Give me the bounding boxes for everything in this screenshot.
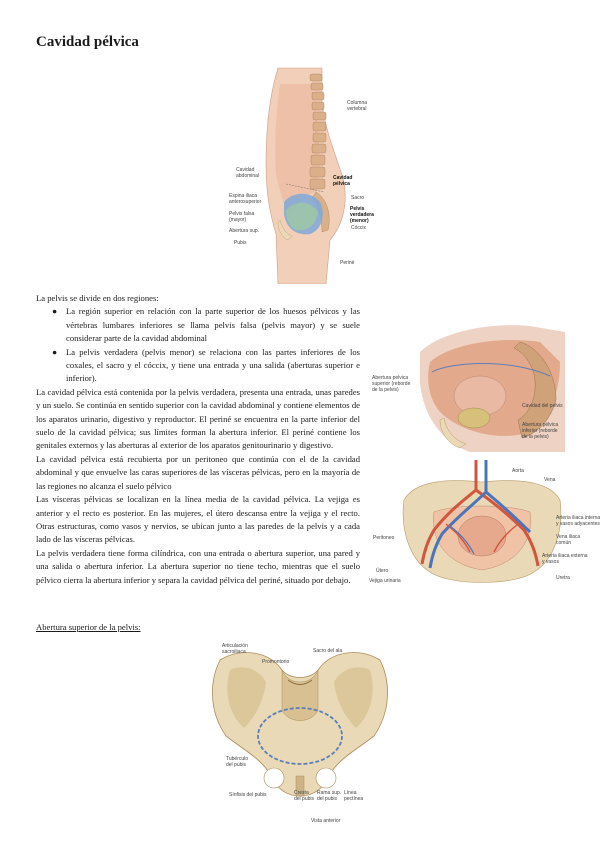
label-cavidad-pelvis: Cavidad del pelvis [522,403,563,409]
label-rama: Rama sup. del pubis [317,790,342,802]
label-espina: Espina iliaca anterosuperior [229,193,262,205]
label-pelvis-falsa: Pelvis falsa (mayor) [229,211,255,223]
label-abertura-inf-sagital: Abertura pélvica inferior (reborde de la… [522,422,559,440]
label-peritoneo: Peritoneo [373,535,395,541]
paragraph: La cavidad pélvica está contenida por la… [36,386,360,451]
label-cavidad-pelvica: Cavidad pélvica [333,175,353,187]
label-pelvis-verdadera: Pelvis verdadera (menor) [350,206,374,224]
label-uretra: Uretra [556,575,570,581]
page-title: Cavidad pélvica [36,34,139,50]
regions-list: ●La región superior en relación con la p… [36,305,360,385]
label-abertura: Abertura sup. [229,228,260,234]
label-perine: Periné [340,260,355,266]
label-pubis: Pubis [234,240,247,246]
label-sacro: Sacro [351,195,365,201]
label-vejiga: Vejiga urinaria [369,578,401,584]
label-sinfisis: Sínfisis del pubis [229,792,267,798]
bullet-icon: ● [52,346,58,357]
label-linea: Línea pectínea [344,790,364,802]
label-abertura-sup-sagital: Abertura pelvica superior (reborde de la… [372,375,411,393]
paragraph: La cavidad pélvica está recubierta por u… [36,453,360,491]
label-vena: Vena [544,477,556,483]
torso-illustration [265,67,346,285]
label-articulacion-sacroiliaca: Articulación sacroiliaca [222,643,248,655]
body-text: La pelvis se divide en dos regiones: ●La… [36,292,360,587]
figure-sagittal-pelvis [410,322,570,452]
label-arteria-iliaca-externa: Arteria iliaca externa y vasos [542,553,588,565]
label-cresta: Cresta del pubis [294,790,315,802]
pelvis-sagittal-illustration [420,325,565,452]
label-coccix: Cóccix [351,225,367,231]
list-item: ●La región superior en relación con la p… [52,306,360,344]
label-aorta: Aorta [512,468,524,474]
label-vena-iliaca: Vena iliaca común [556,534,581,546]
figure-pelvic-vessels [394,460,570,595]
intro-text: La pelvis se divide en dos regiones: [36,293,159,303]
label-vista: Vista anterior [311,818,341,824]
label-tuberculo: Tubérculo del pubis [226,756,249,768]
figure-sagittal-torso [226,64,376,285]
paragraph: La pelvis verdadera tiene forma cilíndri… [36,547,360,585]
bullet-icon: ● [52,306,58,317]
label-cavidad-abdominal: Cavidad abdominal [236,167,260,179]
section-heading: Abertura superior de la pelvis: [36,622,141,632]
figure-pelvis-anterior [200,640,400,815]
label-arteria-iliaca-interna: Arteria iliaca interna y vasos adyacente… [556,515,600,527]
paragraph: Las vísceras pélvicas se localizan en la… [36,494,360,545]
label-columna: Columna vertebral [347,100,368,112]
label-utero: Útero [376,568,389,574]
label-promontorio: Promontorio [262,659,290,665]
label-sacro-ala: Sacro del ala [313,648,343,654]
pelvis-vessels-illustration [402,460,562,583]
list-item: ●La pelvis verdadera (pelvis menor) se r… [52,346,360,384]
pelvis-anterior-illustration [212,652,388,797]
